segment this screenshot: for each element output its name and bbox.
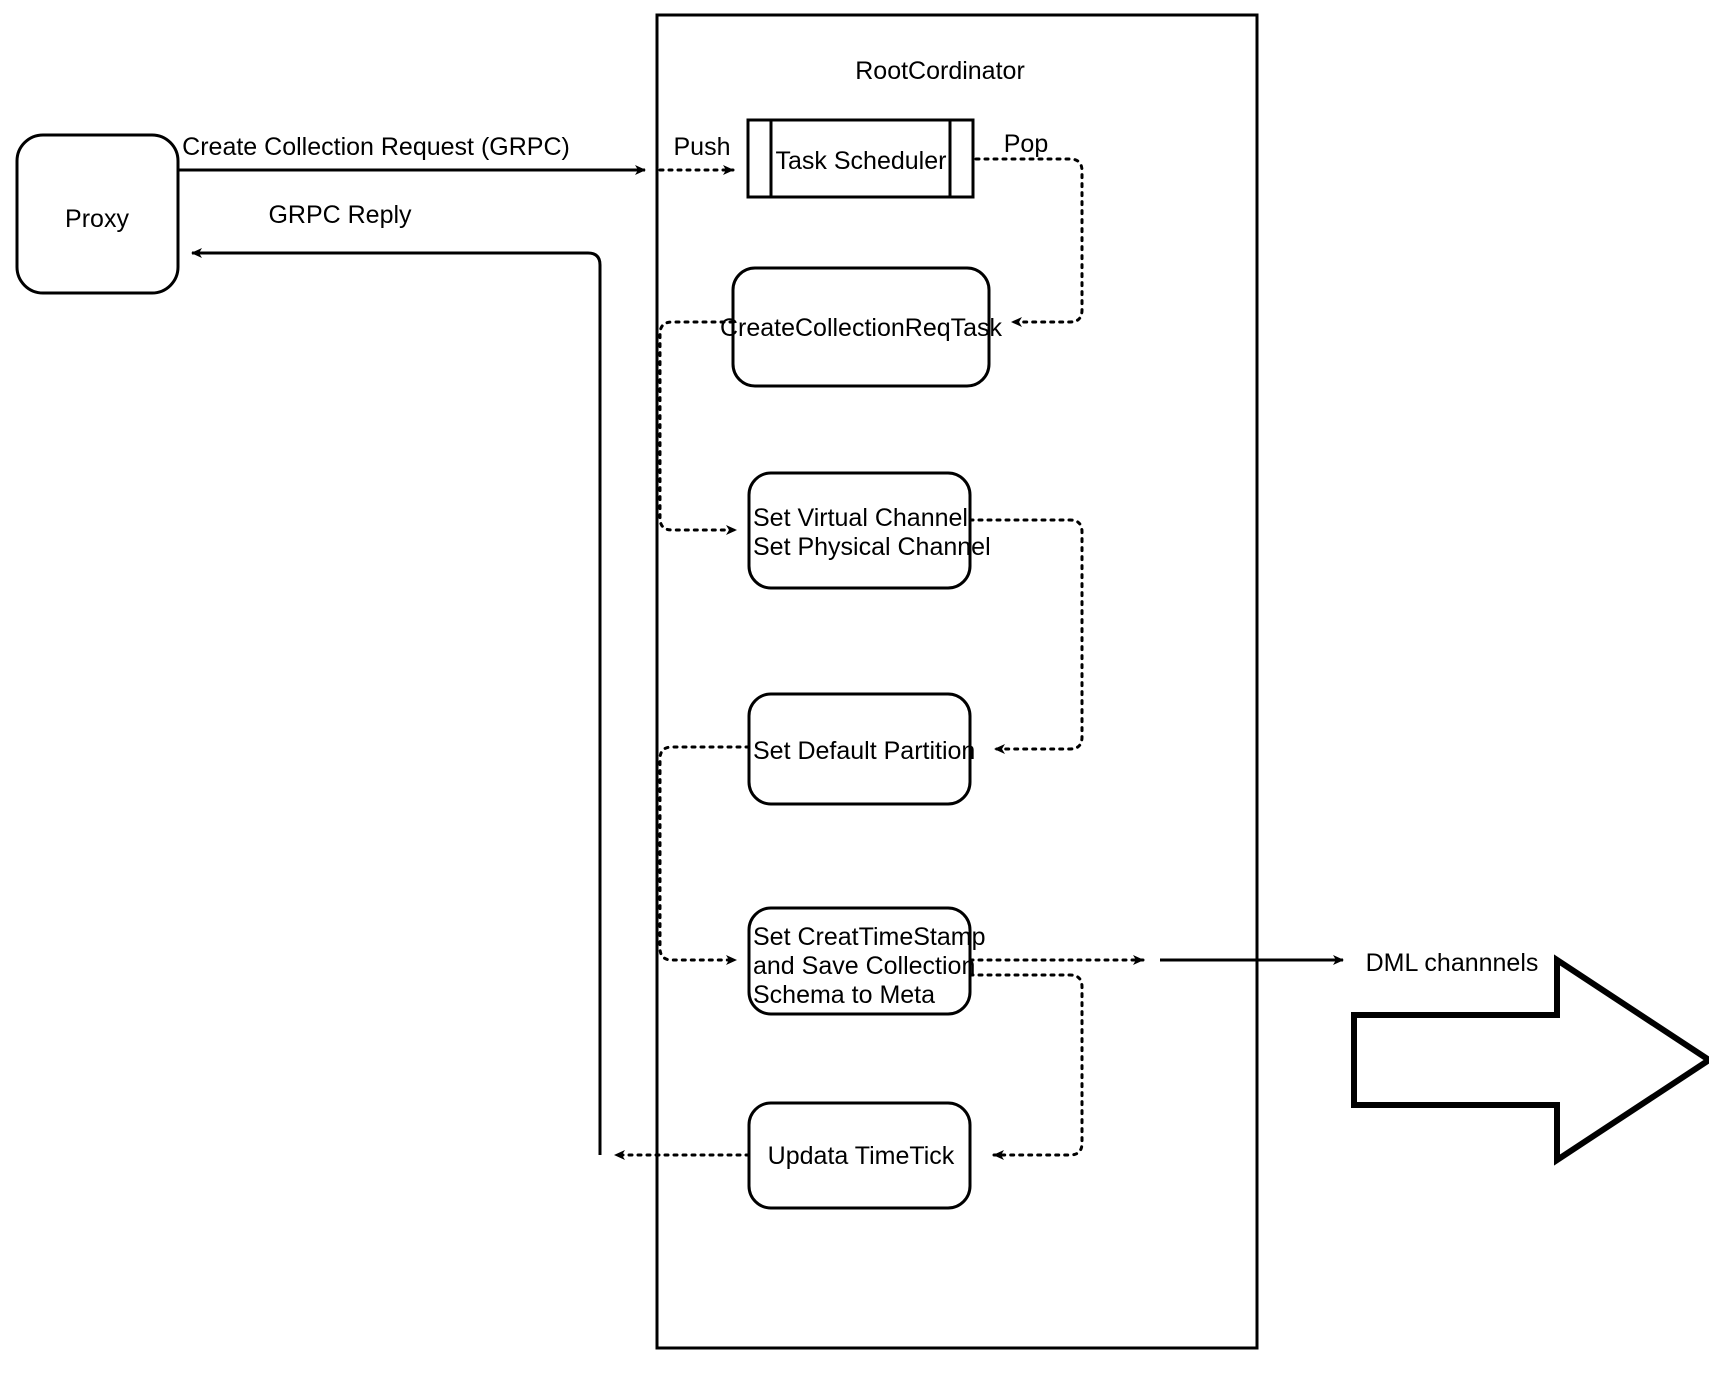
node-update-timetick-label: Updata TimeTick: [768, 1142, 955, 1170]
node-set-default-partition[interactable]: Set Default Partition: [747, 692, 975, 806]
node-update-timetick[interactable]: Updata TimeTick: [747, 1101, 972, 1210]
edge-timestamp-to-timetick: [968, 973, 1084, 1160]
edge-grpc-reply-label: GRPC Reply: [268, 201, 412, 229]
edge-pop-label: Pop: [1004, 130, 1048, 158]
node-create-collection-req-task-label: CreateCollectionReqTask: [720, 314, 1003, 342]
node-set-timestamp[interactable]: Set CreatTimeStamp and Save Collection S…: [747, 906, 985, 1016]
node-set-timestamp-label-line2: and Save Collection: [753, 952, 975, 980]
edge-create-collection-request: Create Collection Request (GRPC): [178, 133, 646, 175]
rootcordinator-title: RootCordinator: [855, 57, 1025, 85]
node-set-channels[interactable]: Set Virtual Channel Set Physical Channel: [747, 471, 991, 590]
node-proxy[interactable]: Proxy: [15, 133, 180, 295]
edge-grpc-reply: GRPC Reply: [191, 201, 602, 1155]
edge-push-label: Push: [674, 133, 731, 161]
node-proxy-label: Proxy: [65, 205, 129, 233]
node-create-collection-req-task[interactable]: CreateCollectionReqTask: [720, 266, 1003, 388]
edge-pop: Pop: [974, 130, 1084, 327]
node-set-timestamp-label-line1: Set CreatTimeStamp: [753, 923, 985, 951]
edge-create-collection-request-label: Create Collection Request (GRPC): [182, 133, 570, 161]
edge-task-to-channels: [658, 320, 738, 535]
node-set-timestamp-label-line3: Schema to Meta: [753, 981, 935, 1009]
node-task-scheduler[interactable]: Task Scheduler: [746, 118, 975, 199]
edge-push: Push: [658, 133, 735, 175]
node-set-default-partition-label: Set Default Partition: [753, 737, 975, 765]
node-set-channels-label-line1: Set Virtual Channel: [753, 504, 968, 532]
node-dml-channels[interactable]: DML channnels: [1351, 949, 1709, 1166]
node-dml-channels-label: DML channnels: [1366, 949, 1539, 977]
edge-partition-to-timestamp: [658, 745, 751, 965]
node-set-channels-label-line2: Set Physical Channel: [753, 533, 991, 561]
node-task-scheduler-label: Task Scheduler: [776, 147, 947, 175]
